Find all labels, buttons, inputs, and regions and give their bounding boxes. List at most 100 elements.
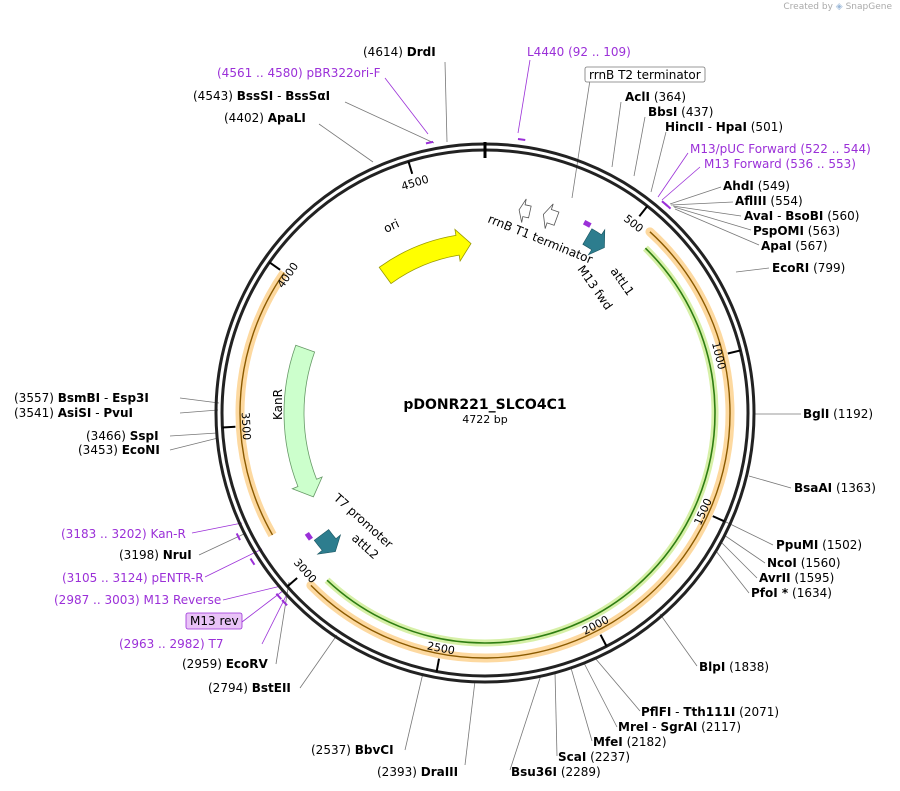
tick-mark-1000 xyxy=(727,349,741,355)
leader-pspomi xyxy=(673,206,752,231)
plasmid-size: 4722 bp xyxy=(462,413,507,426)
leader-scai xyxy=(554,671,558,757)
primer-label-l4440: L4440 (92 .. 109) xyxy=(527,45,631,59)
primer-site-pbr322ori-f xyxy=(425,140,434,145)
leader-m13-puc-forward xyxy=(657,152,689,198)
enzyme-label-ecorv: (2959) EcoRV xyxy=(182,657,269,671)
leader-ncoi xyxy=(723,534,766,564)
enzyme-label-bbsi: BbsI (437) xyxy=(648,105,713,119)
leader-pflfi xyxy=(594,657,641,712)
primer-labels: L4440 (92 .. 109) (4561 .. 4580) pBR322o… xyxy=(54,45,871,651)
enzyme-label-scai: ScaI (2237) xyxy=(558,750,630,764)
leader-m13-reverse xyxy=(222,585,282,601)
m13-rev-label: M13 rev xyxy=(190,614,239,628)
snapgene-logo-icon: ◈ xyxy=(835,2,843,12)
credit-brand: SnapGene xyxy=(845,2,892,12)
leader-bsaai xyxy=(748,475,792,489)
enzyme-label-hincii: HincII - HpaI (501) xyxy=(665,120,783,134)
plasmid-name: pDONR221_SLCO4C1 xyxy=(403,397,566,413)
enzyme-label-afliii: AflIII (554) xyxy=(735,194,803,208)
insert-orf-band xyxy=(235,227,735,663)
tick-label-3000: 3000 xyxy=(291,556,319,586)
rrnb-t2-label: rrnB T2 terminator xyxy=(589,68,701,82)
tick-mark-2000 xyxy=(599,634,608,647)
leader-ppumi xyxy=(725,521,774,546)
leader-mrei xyxy=(583,662,618,728)
credit-prefix: Created by xyxy=(783,2,833,12)
enzyme-label-ahdi: AhdI (549) xyxy=(723,179,790,193)
primer-label-m13-forward: M13 Forward (536 .. 553) xyxy=(704,157,856,171)
m13-fwd-marker xyxy=(582,219,592,228)
leader-pfoi xyxy=(715,550,750,594)
leader-bsu36i xyxy=(509,674,542,771)
leader-avrii xyxy=(720,541,758,579)
leader-econi xyxy=(169,437,219,451)
enzyme-label-ncoi: NcoI (1560) xyxy=(767,556,841,570)
leader-kan-r xyxy=(191,522,243,534)
tick-mark-4500 xyxy=(407,161,414,175)
enzyme-label-bsteii: (2794) BstEII xyxy=(208,681,291,695)
tick-mark-2500 xyxy=(435,658,441,672)
enzyme-label-asisi: (3541) AsiSI - PvuI xyxy=(14,406,133,420)
enzyme-label-bsu36i: Bsu36I (2289) xyxy=(511,765,601,779)
leader-bsssi xyxy=(344,101,435,144)
rrnb-t2-box: rrnB T2 terminator xyxy=(584,66,706,83)
leader-bsteii xyxy=(299,634,338,689)
leader-mfei xyxy=(570,667,593,742)
primer-site-m13-reverse xyxy=(275,593,283,600)
insert-outer-glow xyxy=(306,227,735,663)
leader-bbsi xyxy=(633,116,646,177)
attl2-arrow xyxy=(313,529,342,555)
left-enzyme-labels: (4614) DrdI (4543) BssSI - BssSαI (4402)… xyxy=(14,45,458,779)
enzyme-label-mrei: MreI - SgrAI (2117) xyxy=(618,720,741,734)
leader-apai xyxy=(674,208,760,246)
tick-mark-4000 xyxy=(268,261,281,271)
enzyme-label-ppumi: PpuMI (1502) xyxy=(776,538,862,552)
leader-acli xyxy=(611,101,622,168)
enzyme-label-ecori: EcoRI (799) xyxy=(772,261,845,275)
leader-l4440 xyxy=(517,59,531,134)
ori-arrow xyxy=(378,228,472,285)
enzyme-label-bsaai: BsaAI (1363) xyxy=(794,481,876,495)
enzyme-label-sspi: (3466) SspI xyxy=(86,429,159,443)
leader-m13-forward xyxy=(661,166,701,201)
snapgene-credit: Created by ◈ SnapGene xyxy=(783,2,892,12)
primer-site-t7 xyxy=(281,599,288,607)
leader-pbr322ori-f xyxy=(384,77,429,135)
primer-label-m13-puc-forward: M13/pUC Forward (522 .. 544) xyxy=(690,142,871,156)
right-enzyme-labels: AclI (364) BbsI (437) HincII - HpaI (501… xyxy=(511,90,876,779)
t7-promoter-marker xyxy=(304,531,313,541)
leader-blpi xyxy=(659,613,698,667)
primer-site-l4440 xyxy=(517,137,526,141)
tick-mark-3000 xyxy=(286,577,298,588)
leader-drdi xyxy=(444,61,448,143)
insert-outer-line xyxy=(310,231,731,659)
rrnb-t1-arrow xyxy=(542,203,560,229)
primer-site-kan-r xyxy=(235,533,241,541)
enzyme-label-bsssi: (4543) BssSI - BssSαI xyxy=(193,89,330,103)
leader-rrnb-t2 xyxy=(571,79,591,199)
enzyme-label-mfei: MfeI (2182) xyxy=(593,735,667,749)
leader-draiii xyxy=(464,680,476,766)
enzyme-label-bbvci: (2537) BbvCI xyxy=(311,743,394,757)
enzyme-label-pflfi: PflFI - Tth111I (2071) xyxy=(641,705,779,719)
leader-bbvci xyxy=(404,672,424,751)
kanr-label: KanR xyxy=(271,389,285,420)
enzyme-label-blpi: BlpI (1838) xyxy=(699,660,769,674)
enzyme-label-apai: ApaI (567) xyxy=(761,239,828,253)
m13-rev-box: M13 rev xyxy=(185,612,243,630)
enzyme-label-acli: AclI (364) xyxy=(625,90,686,104)
rrnb-t1-label: rrnB T1 terminator xyxy=(486,212,595,267)
label-leader-lines xyxy=(169,61,801,771)
orf-inner-line xyxy=(326,247,716,644)
rrnb-t2-arrow xyxy=(518,198,532,223)
rrnb-t2-frame xyxy=(584,66,706,83)
tick-mark-500 xyxy=(638,205,649,217)
enzyme-label-avrii: AvrII (1595) xyxy=(759,571,834,585)
m13-rev-frame xyxy=(185,612,243,630)
leader-apali xyxy=(318,123,374,163)
primer-label-pbr322ori-f: (4561 .. 4580) pBR322ori-F xyxy=(217,66,381,80)
tick-label-2500: 2500 xyxy=(426,639,456,657)
m13-fwd-label: M13 fwd xyxy=(575,263,616,313)
